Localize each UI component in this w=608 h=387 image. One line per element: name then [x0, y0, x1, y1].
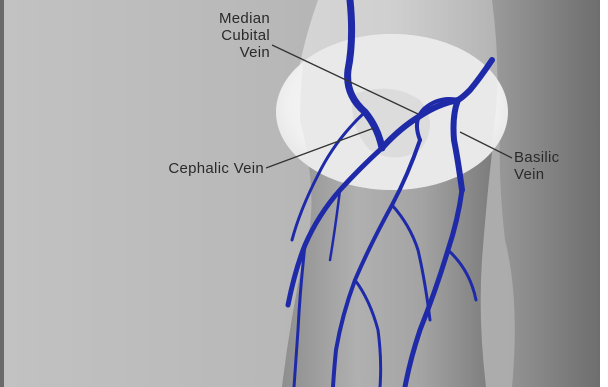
basilic-line2: Vein — [514, 166, 594, 183]
cephalic-vein-label: Cephalic Vein — [96, 160, 264, 177]
median-cubital-line1: Median — [160, 10, 270, 27]
median-cubital-vein-label: Median Cubital Vein — [160, 10, 270, 61]
basilic-vein-label: Basilic Vein — [514, 149, 594, 183]
median-cubital-line3: Vein — [160, 44, 270, 61]
basilic-line1: Basilic — [514, 149, 594, 166]
median-cubital-line2: Cubital — [160, 27, 270, 44]
cephalic-vein-text: Cephalic Vein — [168, 160, 264, 177]
